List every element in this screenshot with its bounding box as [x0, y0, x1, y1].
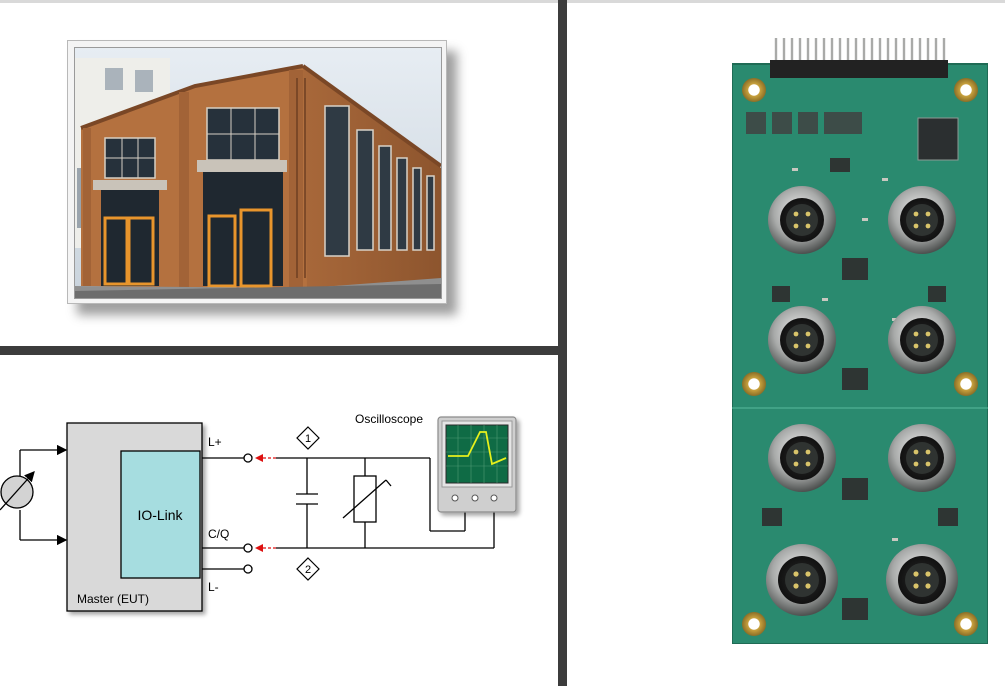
horizontal-divider [0, 346, 558, 355]
marker-1: 1 [296, 426, 320, 450]
top-edge-line [0, 0, 1005, 3]
iolink-box [120, 450, 201, 579]
oscilloscope-icon [437, 416, 517, 513]
terminal-lplus [243, 453, 253, 463]
master-label: Master (EUT) [77, 592, 149, 606]
source-meter [0, 444, 68, 546]
building-illustration [75, 48, 441, 298]
pcb-board-photo [731, 38, 989, 645]
building-photo-frame [67, 40, 447, 304]
m12-connectors [766, 186, 958, 616]
iolink-test-diagram: IO-Link Master (EUT) L+ C/Q L- [0, 412, 517, 612]
iolink-label: IO-Link [137, 507, 183, 523]
marker-2: 2 [296, 557, 320, 581]
red-connection-arrows [255, 454, 276, 552]
vertical-divider [558, 0, 567, 686]
svg-text:1: 1 [305, 433, 311, 445]
load-network [276, 457, 495, 549]
terminal-lminus [243, 564, 253, 574]
pin-label-lminus: L- [208, 580, 219, 594]
pcb-illustration [731, 38, 989, 645]
pin-label-cq: C/Q [208, 527, 229, 541]
building-photo [74, 47, 442, 299]
oscilloscope-label: Oscilloscope [355, 412, 423, 426]
svg-text:2: 2 [305, 564, 311, 576]
pin-label-lplus: L+ [208, 435, 222, 449]
terminal-cq [243, 543, 253, 553]
